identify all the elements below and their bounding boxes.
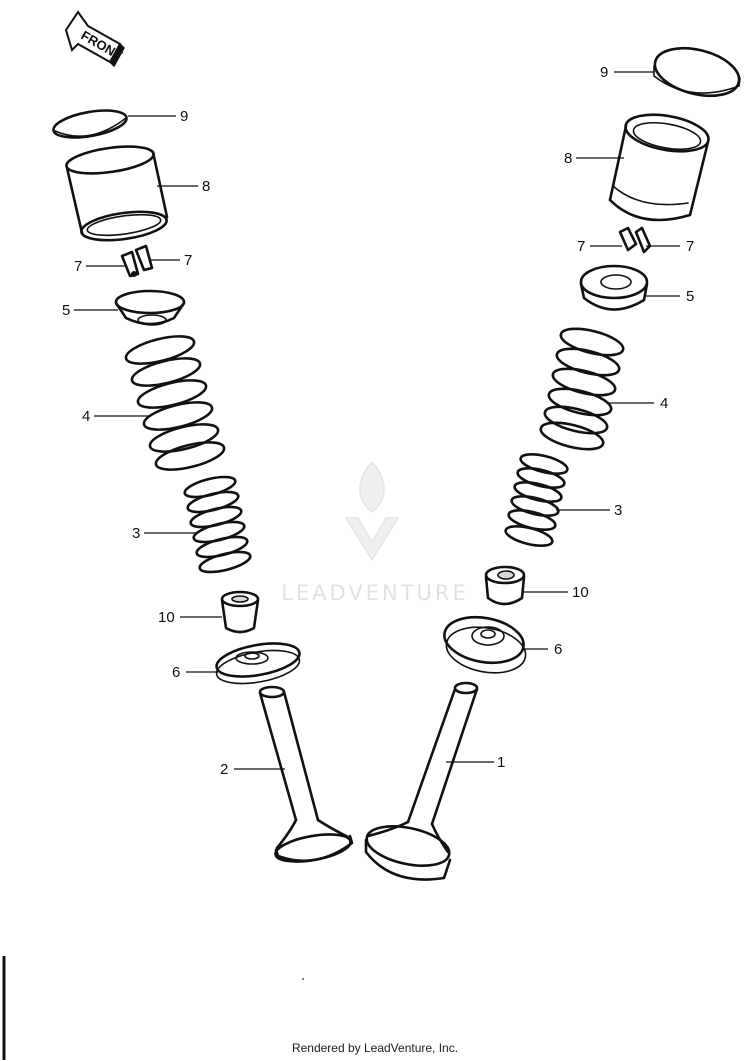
callout-7-right-b: 7 [686, 238, 694, 255]
right-outer-spring-4 [539, 327, 625, 451]
left-shim-9 [52, 109, 128, 139]
callout-7-left-b: 7 [184, 252, 192, 269]
right-inner-spring-3 [504, 453, 569, 547]
footer-credit: Rendered by LeadVenture, Inc. [291, 1041, 459, 1055]
left-keepers-7 [120, 244, 154, 278]
right-keepers-7 [618, 226, 652, 254]
callout-4-left: 4 [82, 408, 90, 425]
callout-8-left: 8 [202, 178, 210, 195]
callout-7-left-a: 7 [74, 258, 82, 275]
callout-6-left: 6 [172, 664, 180, 681]
callout-4-right: 4 [660, 395, 668, 412]
callout-8-right: 8 [564, 150, 572, 167]
left-valve-2 [258, 685, 354, 863]
left-spring-seat-6 [215, 642, 301, 685]
scan-dot [302, 978, 304, 980]
front-arrow-icon: FRONT [64, 10, 125, 68]
left-retainer-5 [114, 289, 186, 326]
callout-5-right: 5 [686, 288, 694, 305]
left-inner-spring-3 [183, 475, 252, 574]
callout-9-right: 9 [600, 64, 608, 81]
callout-7-right-a: 7 [577, 238, 585, 255]
leadventure-watermark: LEADVENTURE [281, 460, 469, 605]
callout-10-right: 10 [572, 584, 589, 601]
leader-lines [74, 71, 680, 770]
callout-6-right: 6 [554, 641, 562, 658]
right-stem-seal-10 [484, 565, 526, 606]
callout-numbers: 9 8 7 7 5 4 3 10 6 2 9 8 7 7 5 4 3 10 6 … [62, 64, 694, 778]
right-tappet-8 [608, 113, 710, 222]
right-shim-9 [653, 46, 741, 98]
callout-1: 1 [497, 754, 505, 771]
right-retainer-5 [579, 264, 649, 311]
left-stem-seal-10 [220, 590, 260, 634]
watermark-text: LEADVENTURE [281, 581, 469, 605]
right-spring-seat-6 [443, 615, 527, 674]
callout-2: 2 [220, 761, 228, 778]
left-tappet-8 [65, 145, 169, 242]
right-valve-1 [364, 681, 479, 881]
callout-3-left: 3 [132, 525, 140, 542]
callout-9-left: 9 [180, 108, 188, 125]
callout-3-right: 3 [614, 502, 622, 519]
callout-10-left: 10 [158, 609, 175, 626]
left-outer-spring-4 [124, 335, 226, 471]
callout-5-left: 5 [62, 302, 70, 319]
